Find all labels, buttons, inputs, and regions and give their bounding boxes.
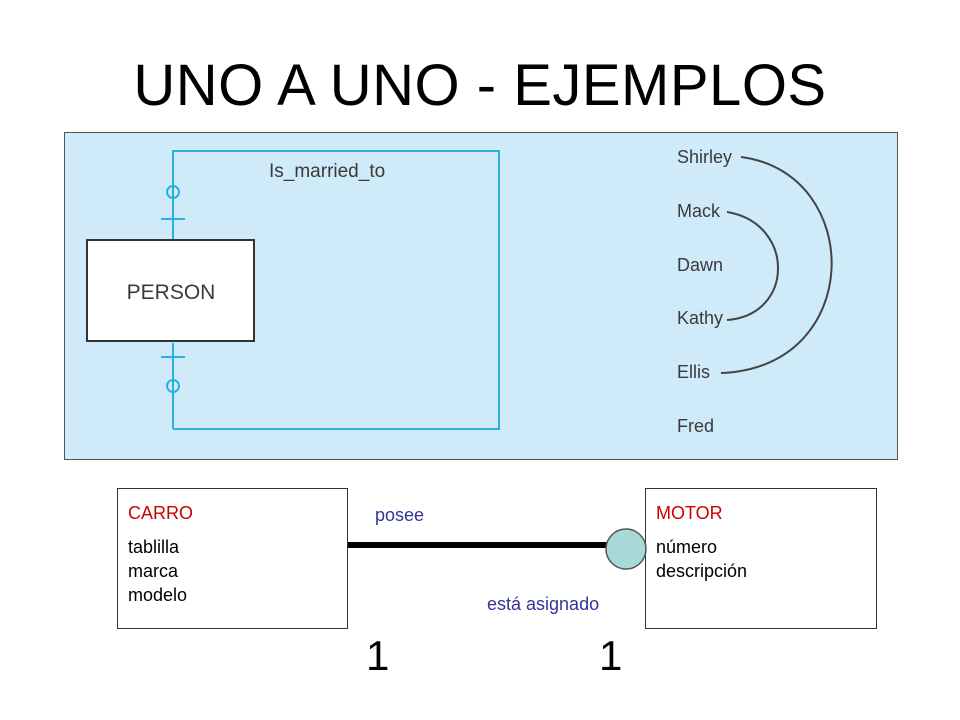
motor-entity-box: MOTOR número descripción bbox=[645, 488, 877, 629]
person-entity-label: PERSON bbox=[127, 281, 216, 304]
cardinality-left: 1 bbox=[366, 632, 390, 679]
entity-attribute: tablilla bbox=[128, 537, 180, 557]
connector-circle bbox=[605, 528, 647, 570]
entity-name: MOTOR bbox=[656, 503, 723, 523]
person-marriage-figure: PERSON Is_married_to Shirley Mack Dawn K… bbox=[64, 132, 898, 460]
entity-attribute: modelo bbox=[128, 585, 188, 605]
person-name: Shirley bbox=[677, 147, 732, 167]
marriage-arc-mack-kathy bbox=[726, 211, 779, 321]
carro-entity-box: CARRO tablilla marca modelo bbox=[117, 488, 348, 629]
marriage-arc-shirley-ellis bbox=[720, 156, 833, 374]
person-entity-box bbox=[86, 239, 255, 342]
optional-circle-bottom bbox=[166, 379, 180, 393]
page-title: UNO A UNO - EJEMPLOS bbox=[133, 53, 827, 118]
entity-attribute: número bbox=[656, 537, 718, 557]
relationship-line bbox=[172, 150, 500, 430]
person-name: Fred bbox=[677, 416, 714, 436]
entity-attribute: marca bbox=[128, 561, 179, 581]
entity-attribute: descripción bbox=[656, 561, 748, 581]
erd-figure-svg: PERSON Is_married_to Shirley Mack Dawn K… bbox=[86, 147, 833, 436]
person-name: Dawn bbox=[677, 255, 723, 275]
relation-label-posee: posee bbox=[375, 505, 425, 525]
entity-name: CARRO bbox=[128, 503, 194, 523]
optional-circle-top bbox=[166, 185, 180, 199]
relationship-label: Is_married_to bbox=[269, 161, 385, 182]
person-name: Mack bbox=[677, 201, 721, 221]
relation-label-asignado: está asignado bbox=[487, 594, 600, 614]
person-name: Ellis bbox=[677, 362, 710, 382]
cardinality-right: 1 bbox=[599, 632, 623, 679]
person-name: Kathy bbox=[677, 308, 723, 328]
